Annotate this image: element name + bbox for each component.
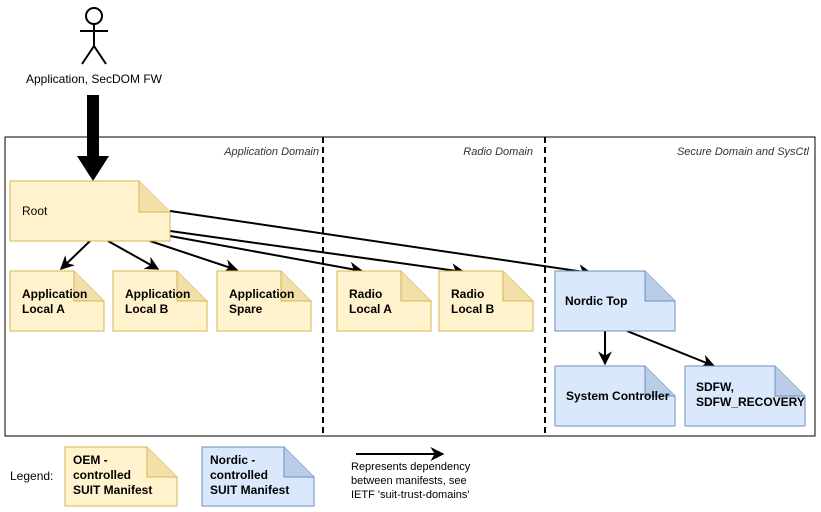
manifest-app-local-a: Application Local A: [9, 270, 105, 332]
legend-arrow-line-2: between manifests, see: [351, 475, 467, 487]
legend-nordic-line-1: Nordic -: [210, 453, 255, 467]
legend: Legend: OEM - controlled SUIT Manifest N…: [10, 446, 471, 507]
radio-local-b-line-1: Radio: [451, 287, 484, 301]
legend-nordic: Nordic - controlled SUIT Manifest: [201, 446, 315, 507]
legend-title: Legend:: [10, 469, 53, 483]
arrow-root-to-radio-local-a: [169, 235, 364, 276]
radio-local-b-line-2: Local B: [451, 302, 495, 316]
radio-local-a-line-2: Local A: [349, 302, 392, 316]
manifest-system-controller: System Controller: [554, 365, 676, 427]
legend-oem-line-2: controlled: [73, 468, 131, 482]
app-local-b-line-1: Application: [125, 287, 190, 301]
legend-oem-line-1: OEM -: [73, 453, 108, 467]
app-local-a-line-1: Application: [22, 287, 87, 301]
manifest-sdfw: SDFW, SDFW_RECOVERY: [684, 365, 806, 427]
actor-head: [85, 7, 103, 25]
arrow-root-to-app-local-b: [107, 240, 160, 270]
app-local-b-line-2: Local B: [125, 302, 169, 316]
manifest-radio-local-b: Radio Local B: [438, 270, 534, 332]
sdfw-line-2: SDFW_RECOVERY: [696, 395, 805, 409]
domain-label-radio: Radio Domain: [463, 146, 533, 158]
arrow-nordic-top-to-sdfw: [626, 330, 716, 368]
dependency-arrows: [59, 210, 716, 368]
actor-arrow: [77, 95, 109, 181]
legend-oem: OEM - controlled SUIT Manifest: [64, 446, 178, 507]
root-label: Root: [22, 204, 48, 218]
domains-container: [4, 136, 816, 437]
legend-nordic-line-3: SUIT Manifest: [210, 483, 289, 497]
manifest-app-spare: Application Spare: [216, 270, 312, 332]
actor: Application, SecDOM FW: [26, 7, 163, 86]
manifest-app-local-b: Application Local B: [112, 270, 208, 332]
app-spare-line-1: Application: [229, 287, 294, 301]
arrow-root-to-radio-local-b: [169, 230, 466, 278]
nordic-top-label: Nordic Top: [565, 294, 627, 308]
arrow-root-to-nordic-top: [169, 210, 593, 279]
manifest-radio-local-a: Radio Local A: [336, 270, 432, 332]
domain-label-secure: Secure Domain and SysCtl: [677, 146, 810, 158]
system-controller-label: System Controller: [566, 389, 670, 403]
app-spare-line-2: Spare: [229, 302, 263, 316]
legend-arrow-line-1: Represents dependency: [351, 461, 471, 473]
legend-oem-line-3: SUIT Manifest: [73, 483, 152, 497]
legend-dependency: Represents dependency between manifests,…: [351, 447, 471, 501]
manifest-nordic-top: Nordic Top: [554, 270, 676, 332]
radio-local-a-line-1: Radio: [349, 287, 382, 301]
sdfw-line-1: SDFW,: [696, 380, 734, 394]
manifest-root: Root: [9, 180, 171, 242]
legend-nordic-line-2: controlled: [210, 468, 268, 482]
legend-arrow-line-3: IETF 'suit-trust-domains': [351, 489, 470, 501]
app-local-a-line-2: Local A: [22, 302, 65, 316]
actor-label: Application, SecDOM FW: [26, 72, 163, 86]
arrow-root-to-app-local-a: [59, 240, 91, 270]
domain-label-application: Application Domain: [223, 146, 319, 158]
arrow-root-to-app-spare: [149, 240, 239, 273]
